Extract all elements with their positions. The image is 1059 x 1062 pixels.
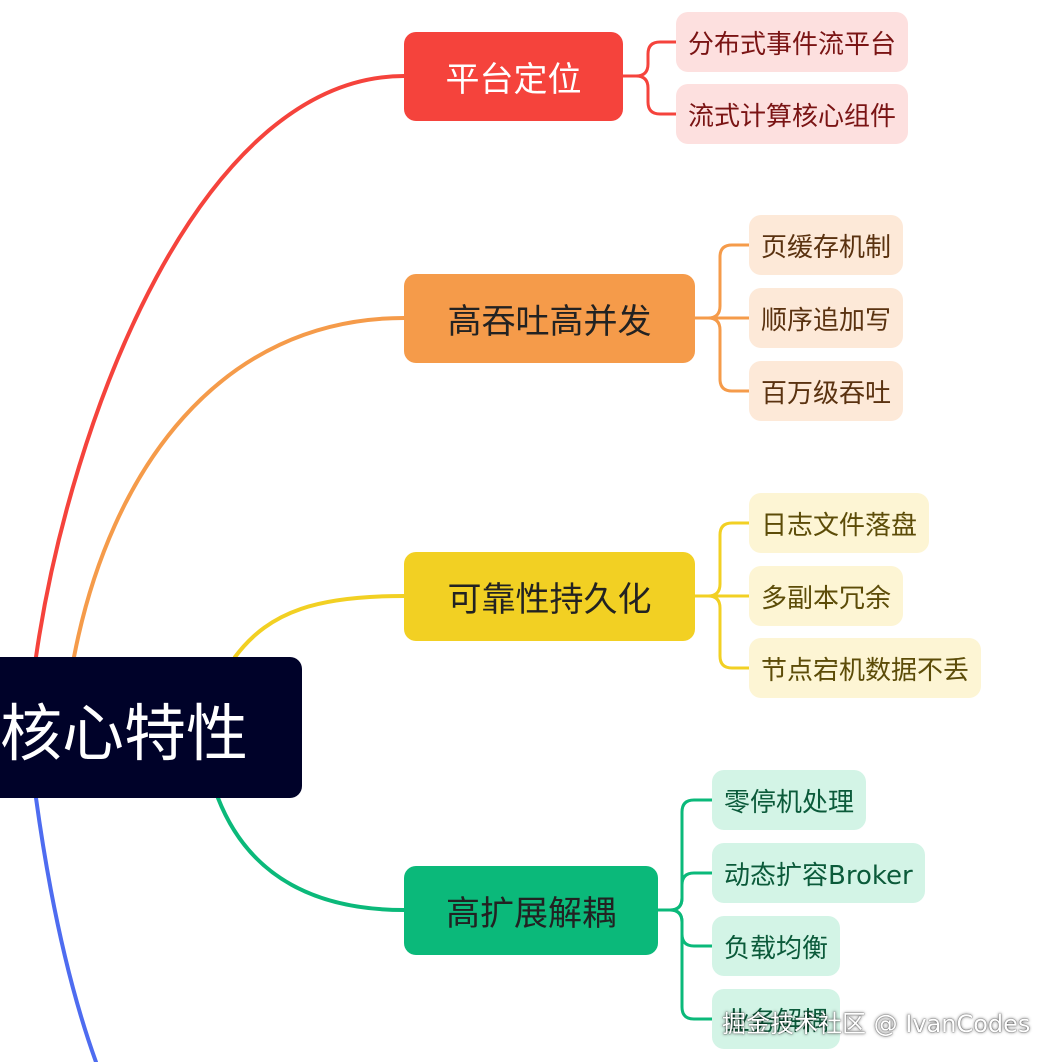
leaf-node-label: 负载均衡 [724, 933, 829, 964]
connector-root-to-scalability [216, 796, 406, 912]
leaf-node-label: 业务解耦 [724, 1006, 829, 1037]
leaf-node[interactable]: 页缓存机制 [749, 215, 904, 275]
leaf-node-label: 顺序追加写 [761, 305, 892, 336]
leaf-node-label: 零停机处理 [724, 787, 855, 818]
leaf-node-label: 节点宕机数据不丢 [761, 655, 970, 686]
leaf-node-label: 动态扩容Broker [724, 860, 913, 891]
connector-leaf [623, 40, 676, 78]
connector-leaf [658, 908, 712, 948]
leaf-node[interactable]: 负载均衡 [712, 916, 841, 976]
leaf-node[interactable]: 多副本冗余 [749, 566, 904, 626]
branch-node-label: 平台定位 [445, 60, 582, 100]
connector-leaf [623, 74, 676, 116]
leaf-node[interactable]: 顺序追加写 [749, 288, 904, 348]
leaf-node[interactable]: 零停机处理 [712, 770, 867, 830]
connector-leaf [658, 871, 712, 912]
branch-node-reliability-persistence[interactable]: 可靠性持久化 [404, 552, 695, 641]
leaf-node[interactable]: 分布式事件流平台 [676, 12, 909, 72]
branch-node-platform-positioning[interactable]: 平台定位 [404, 32, 623, 121]
connector-leaf [658, 798, 712, 912]
leaf-node-label: 百万级吞吐 [761, 378, 892, 409]
connector-root-offscreen [34, 796, 98, 1062]
watermark-text: 掘金技术社区 @ IvanCodes [722, 1010, 1031, 1038]
branch-node-high-throughput[interactable]: 高吞吐高并发 [404, 274, 695, 363]
leaf-node[interactable]: 日志文件落盘 [749, 493, 930, 553]
connector-leaf [695, 594, 749, 670]
root-node-core-features[interactable]: 核心特性 [0, 657, 302, 798]
connector-leaf [695, 243, 749, 320]
leaf-node[interactable]: 节点宕机数据不丢 [749, 638, 982, 698]
connector-leaf [695, 521, 749, 598]
leaf-node-label: 多副本冗余 [761, 583, 892, 614]
leaf-node-label: 页缓存机制 [761, 232, 892, 263]
root-node-label: 核心特性 [0, 696, 249, 770]
connector-root-to-platform [34, 74, 406, 659]
leaf-node[interactable]: 流式计算核心组件 [676, 84, 909, 144]
branch-node-scalability-decoupling[interactable]: 高扩展解耦 [404, 866, 658, 955]
leaf-node-label: 日志文件落盘 [761, 510, 918, 541]
branch-node-label: 高吞吐高并发 [447, 302, 652, 342]
leaf-node[interactable]: 百万级吞吐 [749, 361, 904, 421]
leaf-node-label: 分布式事件流平台 [688, 29, 897, 60]
leaf-node[interactable]: 动态扩容Broker [712, 843, 925, 903]
connector-root-to-reliability [233, 594, 406, 659]
connector-leaf [695, 316, 749, 393]
branch-node-label: 可靠性持久化 [447, 580, 652, 620]
connector-root-to-throughput [72, 316, 406, 659]
leaf-node[interactable]: 业务解耦 [712, 989, 841, 1049]
leaf-node-label: 流式计算核心组件 [688, 101, 897, 132]
branch-node-label: 高扩展解耦 [446, 894, 616, 934]
connector-leaf [658, 908, 712, 1021]
